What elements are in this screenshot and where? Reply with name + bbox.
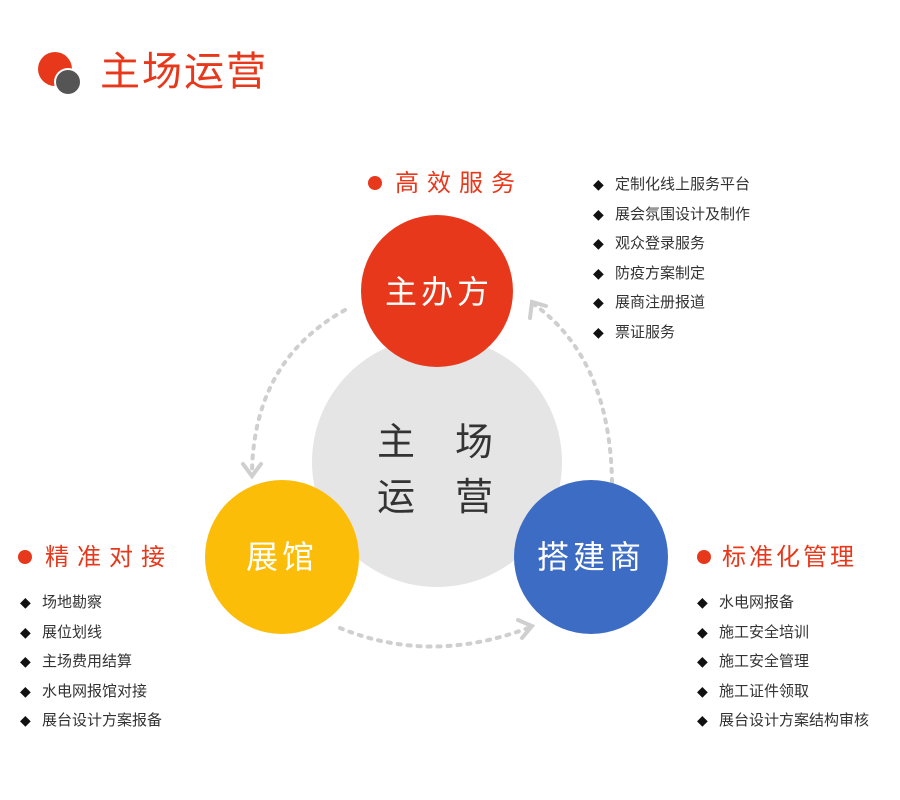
right-item-list: ◆水电网报备 ◆施工安全培训 ◆施工安全管理 ◆施工证件领取 ◆展台设计方案结构… bbox=[697, 588, 869, 736]
list-item: ◆场地勘察 bbox=[20, 588, 162, 618]
diamond-bullet-icon: ◆ bbox=[20, 654, 31, 671]
right-node-circle bbox=[514, 480, 668, 634]
diamond-bullet-icon: ◆ bbox=[697, 624, 708, 641]
cycle-arrow-left-to-right bbox=[338, 618, 536, 649]
diamond-bullet-icon: ◆ bbox=[593, 265, 604, 282]
list-item: ◆施工安全管理 bbox=[697, 647, 869, 677]
list-item: ◆展台设计方案结构审核 bbox=[697, 706, 869, 736]
dot-icon bbox=[697, 550, 711, 564]
right-node-label: 搭建商 bbox=[536, 538, 645, 576]
list-item: ◆票证服务 bbox=[593, 318, 750, 348]
diamond-bullet-icon: ◆ bbox=[697, 713, 708, 730]
list-item: ◆施工证件领取 bbox=[697, 677, 869, 707]
diamond-bullet-icon: ◆ bbox=[20, 595, 31, 611]
diamond-bullet-icon: ◆ bbox=[593, 206, 604, 223]
diamond-bullet-icon: ◆ bbox=[593, 324, 604, 341]
list-item: ◆水电网报备 bbox=[697, 588, 869, 618]
left-item-list: ◆场地勘察 ◆展位划线 ◆主场费用结算 ◆水电网报馆对接 ◆展台设计方案报备 bbox=[20, 588, 162, 736]
list-item: ◆防疫方案制定 bbox=[593, 259, 750, 289]
dot-icon bbox=[18, 550, 32, 564]
diamond-bullet-icon: ◆ bbox=[20, 683, 31, 700]
list-item: ◆展位划线 bbox=[20, 618, 162, 648]
diamond-bullet-icon: ◆ bbox=[593, 177, 604, 193]
diamond-bullet-icon: ◆ bbox=[697, 654, 708, 671]
left-node-circle bbox=[205, 480, 359, 634]
right-category-title: 标准化管理 bbox=[722, 543, 857, 571]
center-label-line1: 主 场 bbox=[376, 420, 508, 464]
diamond-bullet-icon: ◆ bbox=[20, 713, 31, 730]
logo-icon bbox=[38, 52, 82, 96]
list-item: ◆主场费用结算 bbox=[20, 647, 162, 677]
top-category-title: 高效服务 bbox=[395, 169, 523, 197]
page-title: 主场运营 bbox=[100, 49, 268, 95]
center-label-line2: 运 营 bbox=[376, 475, 508, 519]
list-item: ◆施工安全培训 bbox=[697, 618, 869, 648]
cycle-arrow-top-to-left bbox=[241, 308, 347, 480]
diamond-bullet-icon: ◆ bbox=[697, 595, 708, 611]
list-item: ◆定制化线上服务平台 bbox=[593, 170, 750, 200]
center-circle bbox=[312, 337, 562, 587]
top-node-circle bbox=[361, 215, 513, 367]
list-item: ◆展会氛围设计及制作 bbox=[593, 200, 750, 230]
diamond-bullet-icon: ◆ bbox=[593, 295, 604, 312]
list-item: ◆展商注册报道 bbox=[593, 288, 750, 318]
cycle-arrow-right-to-top bbox=[528, 299, 614, 484]
list-item: ◆观众登录服务 bbox=[593, 229, 750, 259]
left-node-label: 展馆 bbox=[245, 538, 318, 576]
list-item: ◆水电网报馆对接 bbox=[20, 677, 162, 707]
list-item: ◆展台设计方案报备 bbox=[20, 706, 162, 736]
diamond-bullet-icon: ◆ bbox=[593, 236, 604, 253]
top-node-label: 主办方 bbox=[384, 273, 493, 311]
diamond-bullet-icon: ◆ bbox=[697, 683, 708, 700]
top-item-list: ◆定制化线上服务平台 ◆展会氛围设计及制作 ◆观众登录服务 ◆防疫方案制定 ◆展… bbox=[593, 170, 750, 348]
diamond-bullet-icon: ◆ bbox=[20, 624, 31, 641]
dot-icon bbox=[368, 176, 382, 190]
left-category-title: 精准对接 bbox=[45, 543, 173, 571]
